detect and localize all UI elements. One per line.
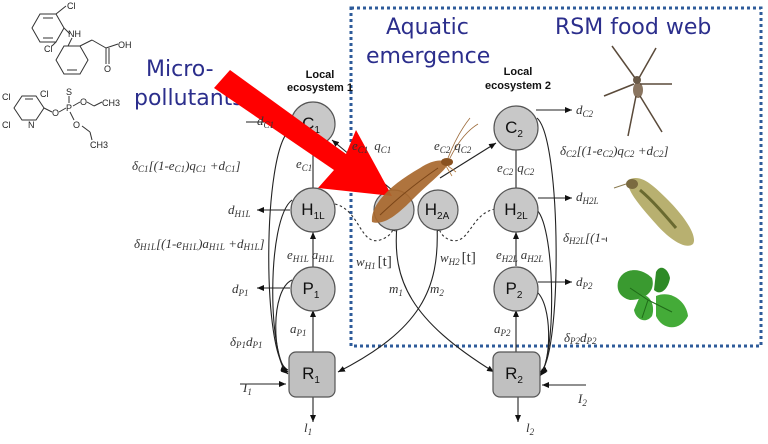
svg-text:CH3: CH3 — [90, 140, 108, 150]
micropollutant-arrow — [214, 70, 392, 196]
edge-recycle-C2-R2 — [536, 117, 557, 373]
svg-text:O: O — [52, 108, 59, 118]
eco2-label-1: Local — [504, 66, 533, 78]
node-C2: C2 — [493, 105, 539, 151]
label-dH2L: dH2L — [576, 189, 599, 206]
svg-text:S: S — [66, 87, 72, 97]
title-micropollutants-1: Micro- — [146, 57, 214, 82]
spider-photo — [603, 45, 672, 137]
diclofenac-structure: Cl NH Cl O OH — [31, 1, 132, 75]
svg-text:O: O — [104, 64, 111, 74]
title-aquatic-2: emergence — [366, 44, 490, 69]
label-deltaC2: δC2[(1-eC2)qC2 +dC2] — [560, 143, 669, 159]
label-eC1-left: eC1 — [296, 156, 312, 173]
label-deltaP2: δP2dP2 — [564, 330, 597, 346]
svg-text:R2: R2 — [505, 364, 523, 385]
label-deltaH1L: δH1L[(1-eH1L)aH1L +dH1L] — [134, 236, 265, 252]
label-aP2: aP2 — [494, 321, 511, 338]
node-H2A: H2A — [417, 189, 459, 231]
label-deltaH2L: δH2L[(1-e — [563, 230, 607, 246]
label-deltaC1: δC1[(1-eC1)qC1 +dC1] — [132, 158, 241, 174]
edge-wH1 — [334, 203, 396, 242]
label-m2: m2 — [430, 281, 444, 298]
edge-recycle-P2-R2 — [536, 291, 550, 377]
svg-text:H1L: H1L — [301, 200, 325, 221]
svg-text:R1: R1 — [302, 364, 320, 385]
edge-m1 — [395, 224, 495, 373]
svg-text:Cl: Cl — [40, 89, 49, 99]
label-m1: m1 — [389, 281, 403, 298]
caddisfly-photo — [371, 117, 479, 223]
eco1-label-1: Local — [306, 69, 335, 81]
node-P1: P1 — [290, 266, 336, 312]
svg-text:Cl: Cl — [67, 1, 76, 11]
label-deltaP1: δP1dP1 — [230, 334, 263, 350]
label-l1: l1 — [304, 420, 312, 437]
chlorpyrifos-structure: Cl Cl Cl N O P S O CH3 O CH3 — [2, 87, 120, 150]
edge-recycle-H1L-R1 — [272, 199, 293, 373]
label-dP2: dP2 — [576, 274, 593, 291]
svg-text:H2L: H2L — [504, 200, 528, 221]
eco2-label-2: ecosystem 2 — [485, 80, 551, 92]
svg-text:OH: OH — [118, 40, 132, 50]
label-dC1: dC1 — [257, 113, 274, 130]
svg-text:P1: P1 — [303, 279, 320, 300]
edge-m2 — [337, 224, 438, 373]
label-wH2: wH2[t] — [440, 250, 476, 267]
node-H2L: H2L — [493, 187, 539, 233]
leafhopper-photo — [613, 178, 695, 246]
svg-text:O: O — [80, 97, 87, 107]
svg-text:P2: P2 — [506, 279, 523, 300]
label-dC2: dC2 — [576, 102, 594, 119]
label-aP1: aP1 — [290, 321, 307, 338]
node-R1: R1 — [288, 351, 336, 398]
node-H1L: H1L — [290, 187, 336, 233]
title-rsm-food-web: RSM food web — [555, 15, 711, 40]
label-l2: l2 — [526, 420, 535, 437]
label-I1: I1 — [242, 380, 252, 397]
svg-text:Cl: Cl — [2, 120, 11, 130]
svg-text:N: N — [28, 120, 35, 130]
svg-text:H2A: H2A — [425, 200, 450, 221]
svg-text:P: P — [66, 103, 72, 113]
label-dH1L: dH1L — [228, 202, 251, 219]
node-P2: P2 — [493, 266, 539, 312]
eco1-label-2: ecosystem 1 — [287, 82, 353, 94]
svg-text:CH3: CH3 — [102, 98, 120, 108]
label-wH1: wH1[t] — [356, 254, 392, 271]
svg-text:Cl: Cl — [44, 44, 53, 54]
node-R2: R2 — [492, 351, 541, 398]
svg-text:Cl: Cl — [2, 92, 11, 102]
nettle-leaf-photo — [617, 267, 688, 328]
svg-text:C2: C2 — [505, 118, 523, 139]
svg-text:O: O — [73, 120, 80, 130]
title-aquatic-1: Aquatic — [386, 15, 469, 40]
label-dP1: dP1 — [232, 281, 249, 298]
svg-text:NH: NH — [68, 29, 81, 39]
edge-recycle-P1-R1 — [275, 279, 293, 375]
label-I2: I2 — [577, 391, 587, 408]
